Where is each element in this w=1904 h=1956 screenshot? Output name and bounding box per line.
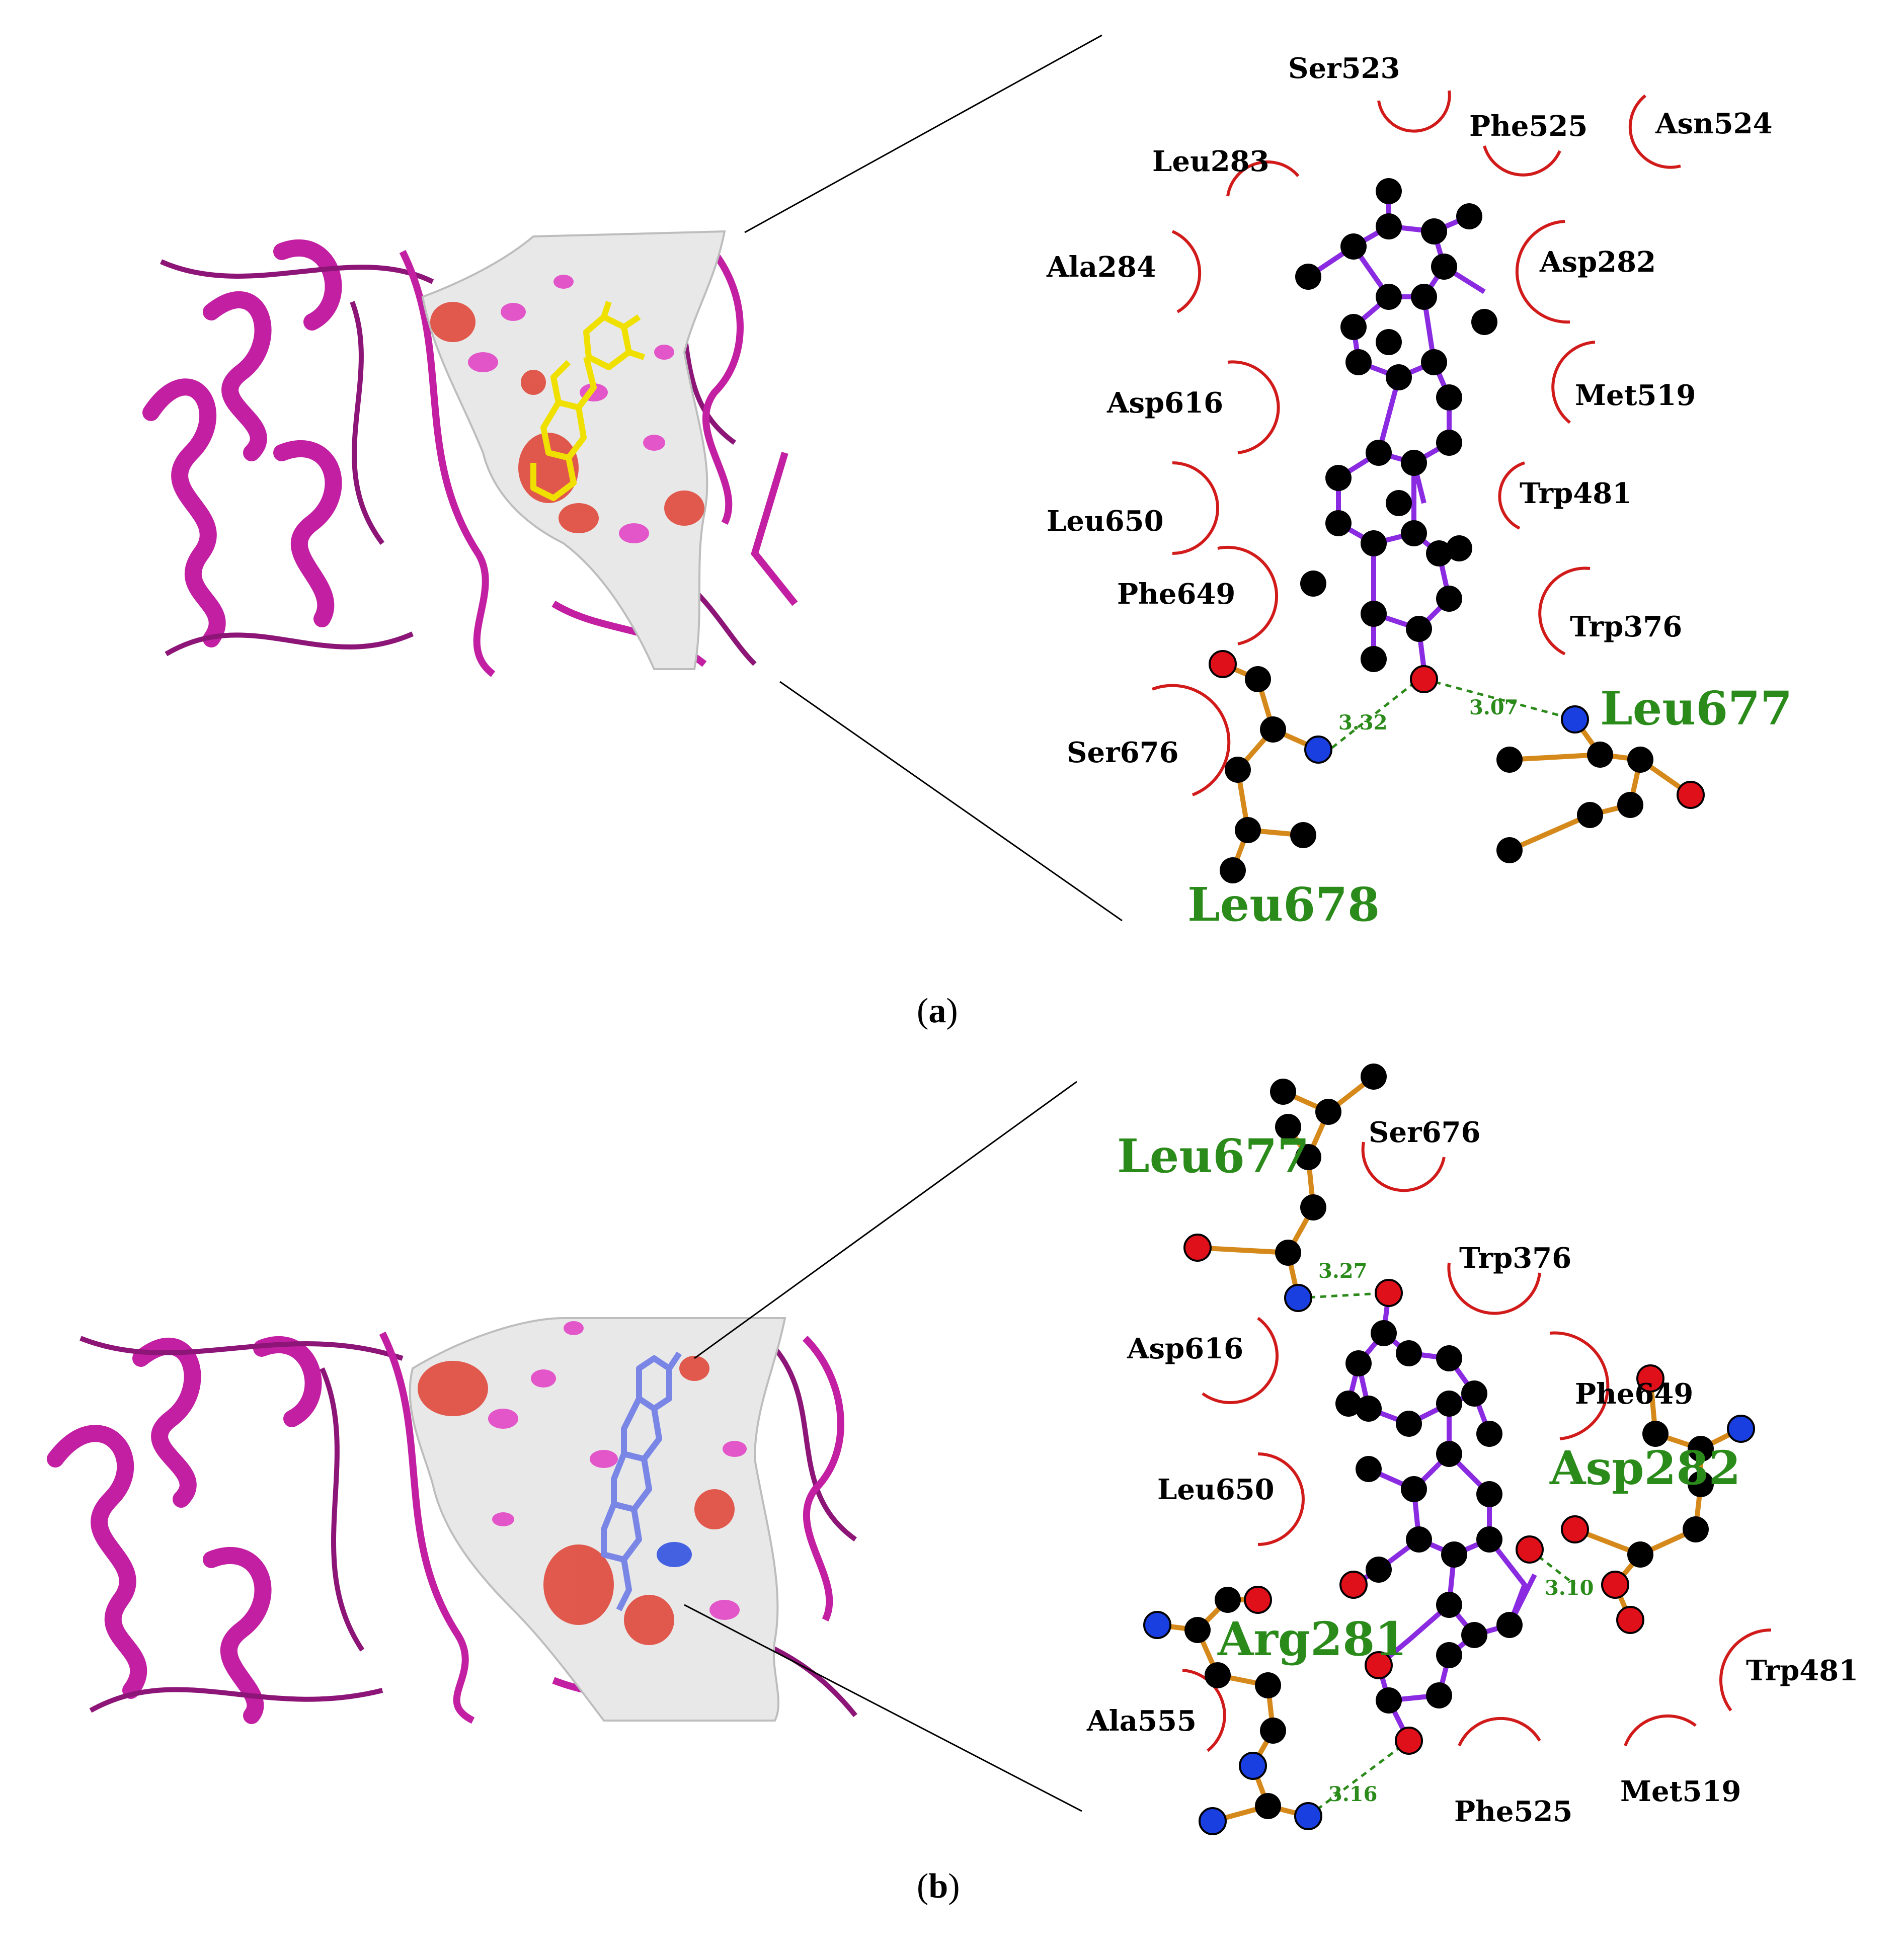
- residue-label: Met519: [1620, 1775, 1741, 1808]
- zoom-line-top-b: [694, 1081, 1077, 1359]
- hbond-distance-label: 3.32: [1338, 711, 1387, 735]
- ligplot-b: Ser676 Trp376 Asp616 Phe649 Leu650 Ala55…: [1086, 1064, 1858, 1835]
- residue-label: Leu650: [1157, 1473, 1275, 1506]
- residue-label: Leu650: [1047, 505, 1164, 538]
- residue-label: Ala555: [1086, 1704, 1197, 1738]
- residue-label: Leu283: [1152, 145, 1270, 178]
- panel-caption-a: (a): [917, 992, 958, 1030]
- hbond-distance-label: 3.27: [1318, 1259, 1367, 1283]
- residue-label: Phe649: [1575, 1377, 1693, 1411]
- hbond-residue-label: Leu677: [1600, 681, 1792, 736]
- ligplot-a: Ser523 Phe525 Asn524 Leu283 Ala284 Asp28…: [1046, 52, 1792, 932]
- hbond-residue-label: Arg281: [1217, 1612, 1407, 1666]
- hbond-distance-label: 3.10: [1545, 1576, 1594, 1600]
- residue-label: Met519: [1575, 379, 1696, 412]
- zoom-line-bottom-b: [684, 1604, 1082, 1812]
- protein-render-b: [45, 1317, 860, 1724]
- residue-label: Trp481: [1520, 477, 1632, 510]
- panel-caption-letter: a: [928, 992, 946, 1030]
- panel-caption-b: (b): [917, 1867, 960, 1906]
- hbond-residue-label: Leu677: [1117, 1129, 1309, 1183]
- residue-label: Trp376: [1570, 610, 1682, 643]
- residue-label: Ser676: [1067, 736, 1178, 769]
- zoom-line-top-a: [744, 34, 1102, 233]
- zoom-line-bottom-a: [779, 681, 1123, 922]
- residue-label: Phe649: [1117, 578, 1235, 611]
- panel-caption-letter: b: [928, 1867, 948, 1906]
- residue-label: Asp616: [1127, 1332, 1243, 1365]
- residue-label: Asn524: [1655, 107, 1773, 140]
- residue-label: Ser523: [1288, 52, 1400, 85]
- hbond-distance-label: 3.07: [1469, 696, 1518, 719]
- hbond-residue-label: Leu678: [1187, 877, 1380, 932]
- residue-label: Asp616: [1106, 386, 1223, 420]
- residue-label: Phe525: [1469, 110, 1588, 143]
- residue-label: Trp376: [1459, 1242, 1571, 1275]
- protein-render-a: [141, 226, 798, 679]
- residue-label: Ala284: [1046, 251, 1156, 284]
- hbond-residue-label: Asp282: [1549, 1441, 1741, 1495]
- residue-label: Phe525: [1454, 1795, 1572, 1828]
- residue-label: Ser676: [1369, 1116, 1480, 1149]
- hbond-distance-label: 3.16: [1328, 1782, 1377, 1806]
- residue-label: Asp282: [1539, 246, 1656, 279]
- residue-label: Trp481: [1746, 1654, 1858, 1687]
